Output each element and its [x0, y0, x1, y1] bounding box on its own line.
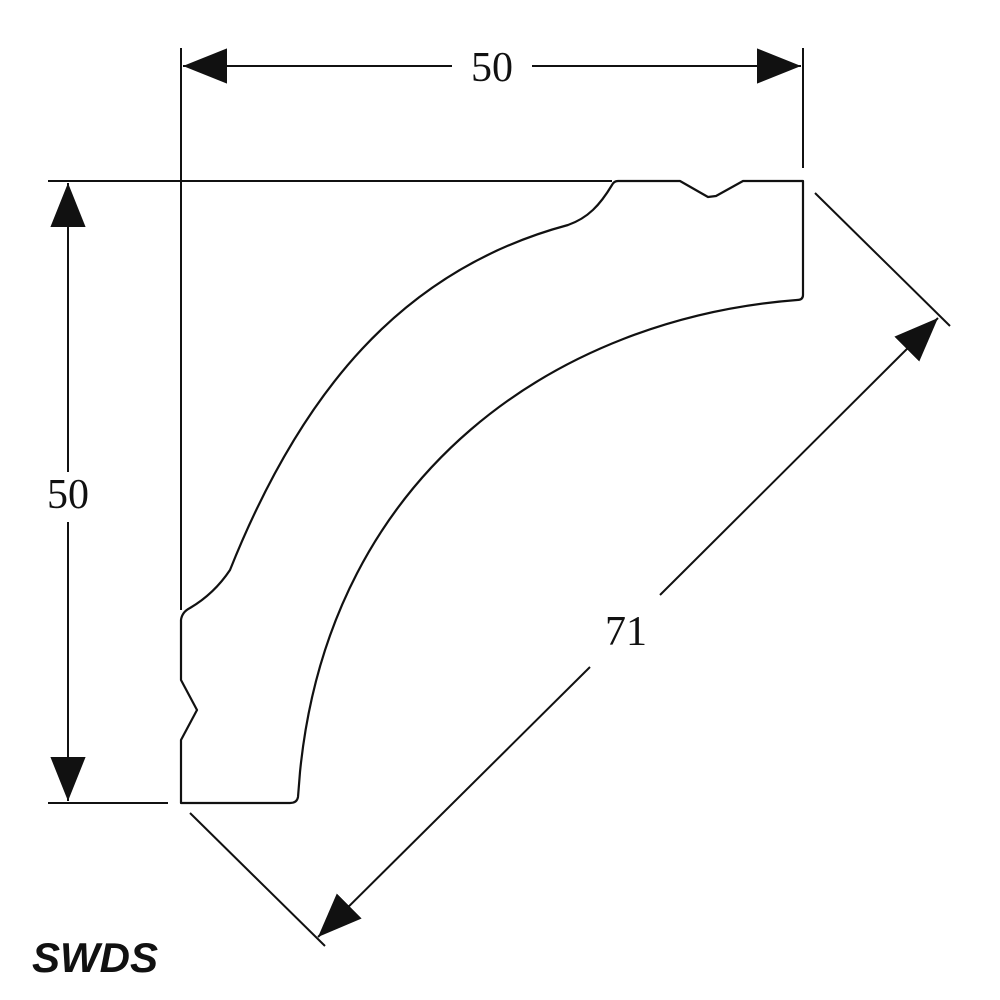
height-dimension-label: 50: [47, 472, 89, 518]
cornice-molding-profile: [179, 179, 805, 805]
diagonal-dimension-line-lower: [317, 666, 591, 938]
extension-line-diagonal-bottom: [189, 812, 326, 947]
extension-lines: [48, 48, 951, 947]
diagonal-dimension-label: 71: [605, 609, 647, 655]
width-dimension-label: 50: [471, 45, 513, 91]
swds-logo: SWDS: [32, 934, 158, 981]
extension-line-diagonal-top: [814, 192, 951, 327]
dimension-lines: [50, 48, 939, 938]
diagonal-dimension-line-upper: [659, 317, 939, 596]
